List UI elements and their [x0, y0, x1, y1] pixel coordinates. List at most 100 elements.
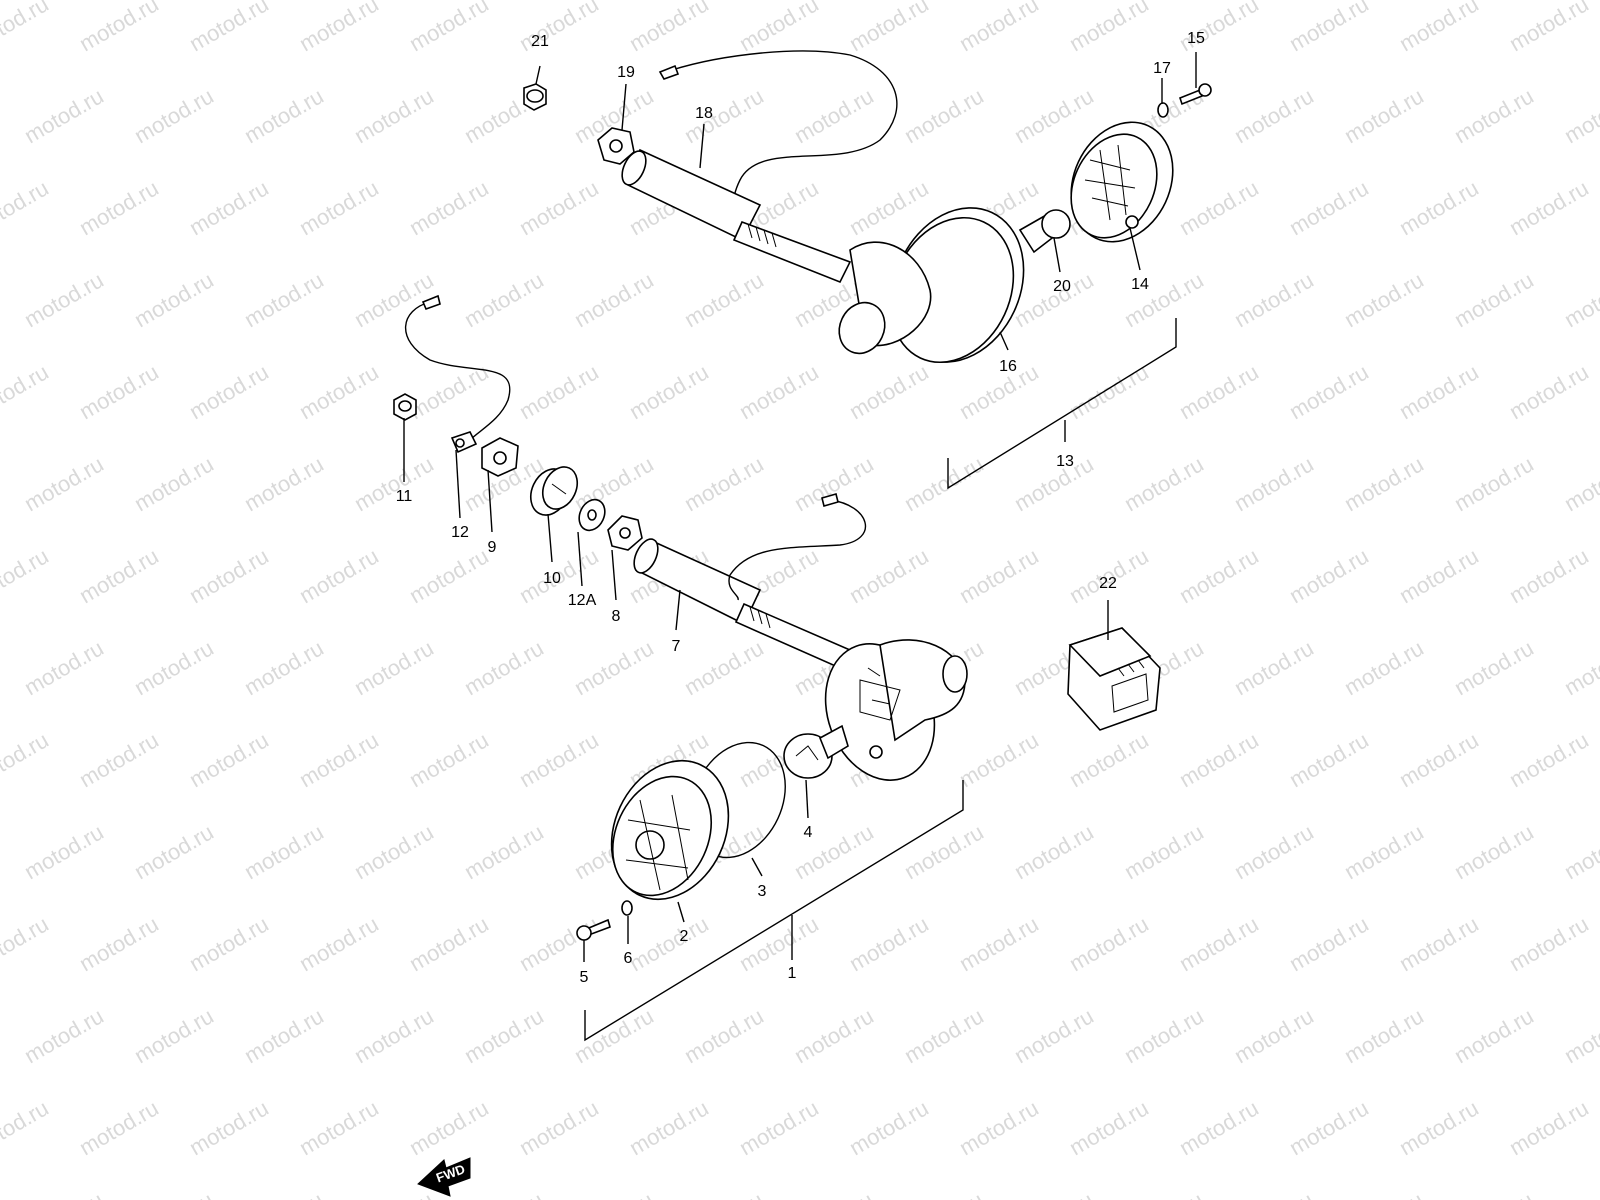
watermark-text: motod.ru [1285, 1095, 1373, 1160]
watermark-text: motod.ru [0, 0, 53, 56]
callout-3: 3 [758, 883, 767, 900]
callout-22: 22 [1099, 575, 1117, 592]
watermark-text: motod.ru [1450, 451, 1538, 516]
watermark-text: motod.ru [0, 543, 53, 608]
lens-part-2 [610, 759, 730, 901]
watermark-text: motod.ru [1065, 0, 1153, 56]
stem-part-18 [621, 148, 852, 284]
watermark-text: motod.ru [0, 911, 53, 976]
watermark-text: motod.ru [790, 83, 878, 148]
watermark-text: motod.ru [405, 0, 493, 56]
watermark-text: motod.ru [185, 0, 273, 56]
watermark-text: motod.ru [75, 727, 163, 792]
fwd-direction-badge: FWD [417, 1157, 471, 1197]
watermark-text: motod.ru [1285, 911, 1373, 976]
lock-washer-part-19 [597, 127, 635, 165]
watermark-text: motod.ru [185, 911, 273, 976]
left-wire [404, 301, 511, 441]
watermark-text: motod.ru [350, 1187, 438, 1200]
watermark-text: motod.ru [1340, 1187, 1428, 1200]
watermark-text: motod.ru [1175, 543, 1263, 608]
nut-part-9 [481, 437, 519, 477]
watermark-text: motod.ru [460, 819, 548, 884]
watermark-text: motod.ru [350, 451, 438, 516]
watermark-text: motod.ru [1395, 727, 1483, 792]
watermark-text: motod.ru [735, 911, 823, 976]
watermark-text: motod.ru [20, 635, 108, 700]
callout-15: 16 [999, 358, 1017, 375]
watermark-text: motod.ru [295, 359, 383, 424]
watermark-text: motod.ru [845, 1095, 933, 1160]
watermark-text: motod.ru [900, 83, 988, 148]
watermark-text: motod.ru [735, 1095, 823, 1160]
stem-wire [728, 499, 867, 601]
watermark-text: motod.ru [130, 267, 218, 332]
watermark-text: motod.ru [1285, 359, 1373, 424]
watermark-text: motod.ru [1285, 727, 1373, 792]
watermark-text: motod.ru [295, 0, 383, 56]
watermark-text: motod.ru [20, 451, 108, 516]
watermark-text: motod.ru [350, 819, 438, 884]
watermark-text: motod.ru [350, 635, 438, 700]
watermark-text: motod.ru [1560, 267, 1600, 332]
watermark-text: motod.ru [130, 83, 218, 148]
lens-part-14 [1070, 121, 1174, 243]
stem-wire-connector [821, 493, 839, 507]
watermark-text: motod.ru [350, 267, 438, 332]
watermark-text: motod.ru [1395, 175, 1483, 240]
watermark-text: motod.ru [1505, 0, 1593, 56]
watermark-text: motod.ru [1065, 911, 1153, 976]
watermark-text: motod.ru [1230, 83, 1318, 148]
upper-turn-signal-assembly [523, 50, 1212, 364]
upper-wire [671, 50, 898, 216]
watermark-text: motod.ru [405, 727, 493, 792]
watermark-text: motod.ru [75, 911, 163, 976]
washer-part-6 [621, 900, 633, 916]
watermark-text: motod.ru [515, 175, 603, 240]
watermark-text: motod.ru [570, 1003, 658, 1068]
watermark-text: motod.ru [240, 1003, 328, 1068]
watermark-text: motod.ru [845, 543, 933, 608]
watermark-text: motod.ru [405, 543, 493, 608]
terminal-part-12a [450, 431, 478, 454]
callout-12: 11 [396, 488, 413, 505]
lock-washer-part-8 [607, 515, 643, 551]
watermark-text: motod.ru [845, 911, 933, 976]
cushion-part-10 [529, 466, 579, 516]
watermark-text: motod.ru [1230, 267, 1318, 332]
watermark-text: motod.ru [1560, 451, 1600, 516]
screw-part-16 [1179, 83, 1212, 106]
watermark-text: motod.ru [515, 911, 603, 976]
watermark-text: motod.ru [75, 543, 163, 608]
watermark-text: motod.ru [570, 267, 658, 332]
watermark-text: motod.ru [1450, 635, 1538, 700]
callout-7: 7 [672, 638, 681, 655]
watermark-text: motod.ru [1560, 83, 1600, 148]
watermark-text: motod.ru [1450, 819, 1538, 884]
watermark-text: motod.ru [515, 0, 603, 56]
watermark-text: motod.ru [1340, 451, 1428, 516]
watermark-text: motod.ru [1395, 1095, 1483, 1160]
watermark-text: motod.ru [75, 175, 163, 240]
watermark-text: motod.ru [350, 1003, 438, 1068]
watermark-text: motod.ru [1340, 819, 1428, 884]
watermark-text: motod.ru [955, 0, 1043, 56]
watermark-text: motod.ru [955, 727, 1043, 792]
watermark-text: motod.ru [185, 1095, 273, 1160]
watermark-text: motod.ru [1340, 267, 1428, 332]
relay-part-22 [1067, 627, 1161, 731]
watermark-text: motod.ru [680, 1003, 768, 1068]
watermark-text: motod.ru [240, 819, 328, 884]
callout-6: 6 [624, 950, 633, 967]
callout-20: 20 [1053, 278, 1071, 295]
watermark-text: motod.ru [185, 175, 273, 240]
watermark-text: motod.ru [20, 1003, 108, 1068]
watermark-text: motod.ru [1120, 819, 1208, 884]
watermark-text: motod.ru [130, 635, 218, 700]
watermark-text: motod.ru [1065, 1095, 1153, 1160]
watermark-text: motod.ru [20, 1187, 108, 1200]
watermark-text: motod.ru [130, 1187, 218, 1200]
callout-1: 1 [788, 965, 797, 982]
watermark-text: motod.ru [1120, 1003, 1208, 1068]
watermark-text: motod.ru [1175, 175, 1263, 240]
